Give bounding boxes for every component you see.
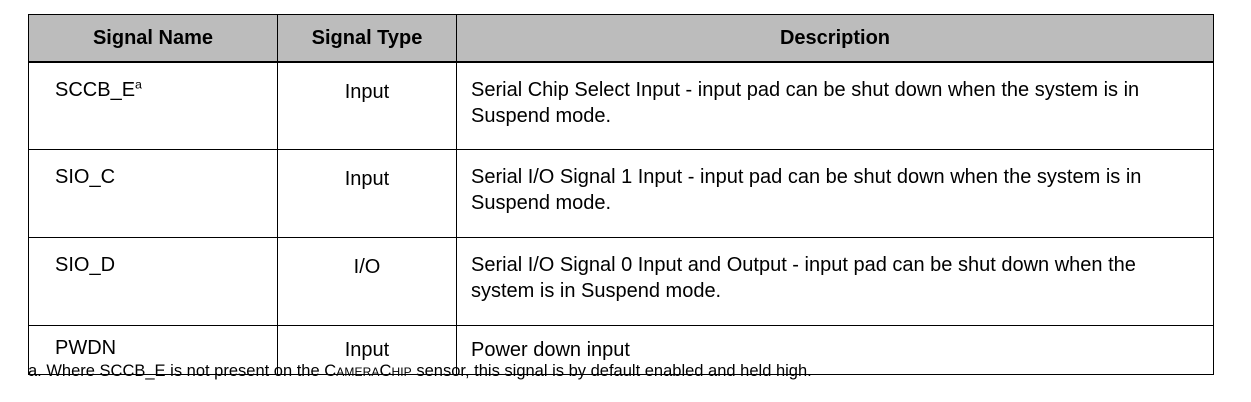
table-body: SCCB_Ea Input Serial Chip Select Input -… <box>28 61 1214 376</box>
footnote-smallcaps-term: CameraChip <box>324 362 412 380</box>
table-row: SIO_C Input Serial I/O Signal 1 Input - … <box>28 149 1214 238</box>
cell-description: Serial Chip Select Input - input pad can… <box>456 61 1214 150</box>
footnote-text-after: sensor, this signal is by default enable… <box>416 362 812 380</box>
signal-description-table: Signal Name Signal Type Description SCCB… <box>28 14 1214 376</box>
footnote-marker-a: a <box>135 77 142 92</box>
cell-description: Serial I/O Signal 0 Input and Output - i… <box>456 237 1214 326</box>
table-header-row: Signal Name Signal Type Description <box>28 14 1214 63</box>
table-footnote: a. Where SCCB_E is not present on the Ca… <box>28 362 812 382</box>
table-header: Signal Name Signal Type Description <box>28 14 1214 63</box>
cell-description: Power down input <box>456 324 1214 376</box>
cell-signal-name: PWDN <box>28 324 278 376</box>
column-header-description: Description <box>456 14 1214 63</box>
cell-signal-type: Input <box>277 61 457 150</box>
table-row: PWDN Input Power down input <box>28 324 1214 376</box>
cell-signal-type: I/O <box>277 237 457 326</box>
footnote-text-before: Where SCCB_E is not present on the <box>46 362 320 380</box>
cell-signal-name: SIO_C <box>28 149 278 238</box>
cell-description: Serial I/O Signal 1 Input - input pad ca… <box>456 149 1214 238</box>
signal-name-text: SCCB_E <box>55 79 136 101</box>
table-row: SIO_D I/O Serial I/O Signal 0 Input and … <box>28 237 1214 326</box>
column-header-signal-name: Signal Name <box>28 14 278 63</box>
table-row: SCCB_Ea Input Serial Chip Select Input -… <box>28 61 1214 150</box>
cell-signal-name: SIO_D <box>28 237 278 326</box>
column-header-signal-type: Signal Type <box>277 14 457 63</box>
cell-signal-type: Input <box>277 149 457 238</box>
footnote-marker: a. <box>28 362 42 380</box>
cell-signal-name: SCCB_Ea <box>28 61 278 150</box>
